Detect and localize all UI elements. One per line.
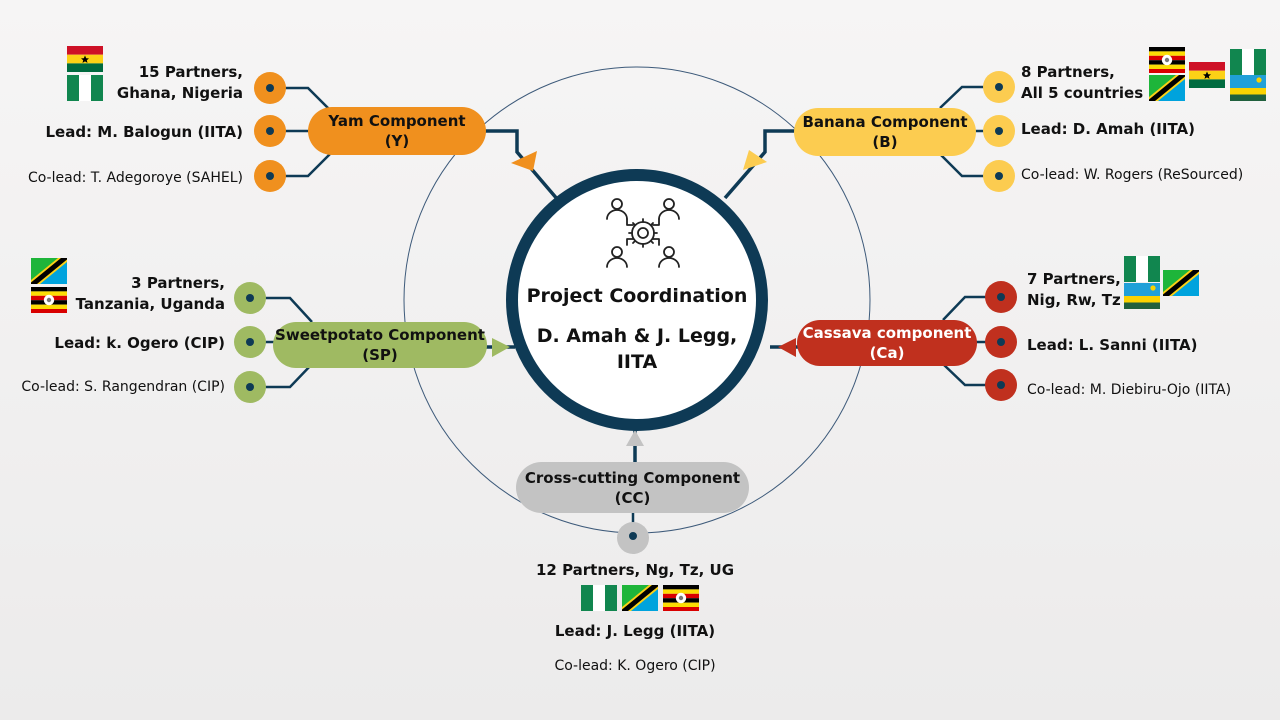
yam-partners-line1: 15 Partners, xyxy=(138,63,243,81)
sweetpotato-partners-line1: 3 Partners, xyxy=(131,274,225,292)
yam-lead: Lead: M. Balogun (IITA) xyxy=(45,123,243,141)
crosscutting-code: (CC) xyxy=(614,488,651,507)
flag-rwanda-icon xyxy=(1230,75,1266,101)
yam-partners-line2: Ghana, Nigeria xyxy=(116,84,243,102)
flag-nigeria-icon xyxy=(1230,49,1266,75)
sweetpotato-colead: Co-lead: S. Rangendran (CIP) xyxy=(21,379,225,395)
banana-title: Banana Component xyxy=(802,113,968,131)
team-gear-icon xyxy=(606,198,680,268)
flag-tanzania-icon xyxy=(622,585,658,611)
flag-ghana-icon xyxy=(1189,62,1225,88)
cassava-partners-line2: Nig, Rw, Tz xyxy=(1027,291,1121,309)
sweetpotato-title: Sweetpotato Component xyxy=(275,326,485,344)
crosscutting-lead: Lead: J. Legg (IITA) xyxy=(554,622,716,640)
center-ring xyxy=(506,169,768,431)
flag-uganda-icon xyxy=(31,287,67,313)
flag-uganda-icon xyxy=(663,585,699,611)
banana-lead: Lead: D. Amah (IITA) xyxy=(1021,120,1195,138)
sweetpotato-code: (SP) xyxy=(362,346,398,364)
crosscutting-title: Cross-cutting Component xyxy=(524,468,741,487)
flag-uganda-icon xyxy=(1149,47,1185,73)
center-leads-line1: D. Amah & J. Legg, xyxy=(536,325,738,347)
center-title: Project Coordination xyxy=(526,285,748,307)
yam-code: (Y) xyxy=(384,132,410,150)
cassava-colead: Co-lead: M. Diebiru-Ojo (IITA) xyxy=(1027,382,1232,398)
flag-tanzania-icon xyxy=(1163,270,1199,296)
sweetpotato-component-pill[interactable]: Sweetpotato Component (SP) xyxy=(273,322,487,368)
cassava-partners-line1: 7 Partners, xyxy=(1027,270,1121,288)
flag-ghana-icon xyxy=(67,46,103,72)
sweetpotato-lead: Lead: k. Ogero (CIP) xyxy=(54,334,225,352)
cassava-lead: Lead: L. Sanni (IITA) xyxy=(1027,336,1198,354)
sweetpotato-partners-line2: Tanzania, Uganda xyxy=(75,295,225,313)
flag-rwanda-icon xyxy=(1124,283,1160,309)
yam-colead: Co-lead: T. Adegoroye (SAHEL) xyxy=(27,170,243,186)
crosscutting-colead: Co-lead: K. Ogero (CIP) xyxy=(554,658,716,674)
flag-tanzania-icon xyxy=(1149,75,1185,101)
banana-component-pill[interactable]: Banana Component (B) xyxy=(794,108,976,156)
crosscutting-partners: 12 Partners, Ng, Tz, UG xyxy=(535,561,735,579)
cassava-title: Cassava component xyxy=(802,324,972,342)
banana-partners-line1: 8 Partners, xyxy=(1021,63,1115,81)
flag-tanzania-icon xyxy=(31,258,67,284)
banana-partners-line2: All 5 countries xyxy=(1021,84,1144,102)
yam-component-pill[interactable]: Yam Component (Y) xyxy=(308,107,486,155)
center-leads-line2: IITA xyxy=(616,351,658,373)
banana-code: (B) xyxy=(872,133,898,151)
flag-nigeria-icon xyxy=(1124,256,1160,282)
cassava-code: (Ca) xyxy=(869,344,905,362)
yam-title: Yam Component xyxy=(328,112,466,130)
flag-nigeria-icon xyxy=(581,585,617,611)
banana-colead: Co-lead: W. Rogers (ReSourced) xyxy=(1021,167,1244,183)
flag-nigeria-icon xyxy=(67,75,103,101)
cassava-component-pill[interactable]: Cassava component (Ca) xyxy=(797,320,977,366)
crosscutting-component-pill[interactable]: Cross-cutting Component (CC) xyxy=(516,462,749,513)
